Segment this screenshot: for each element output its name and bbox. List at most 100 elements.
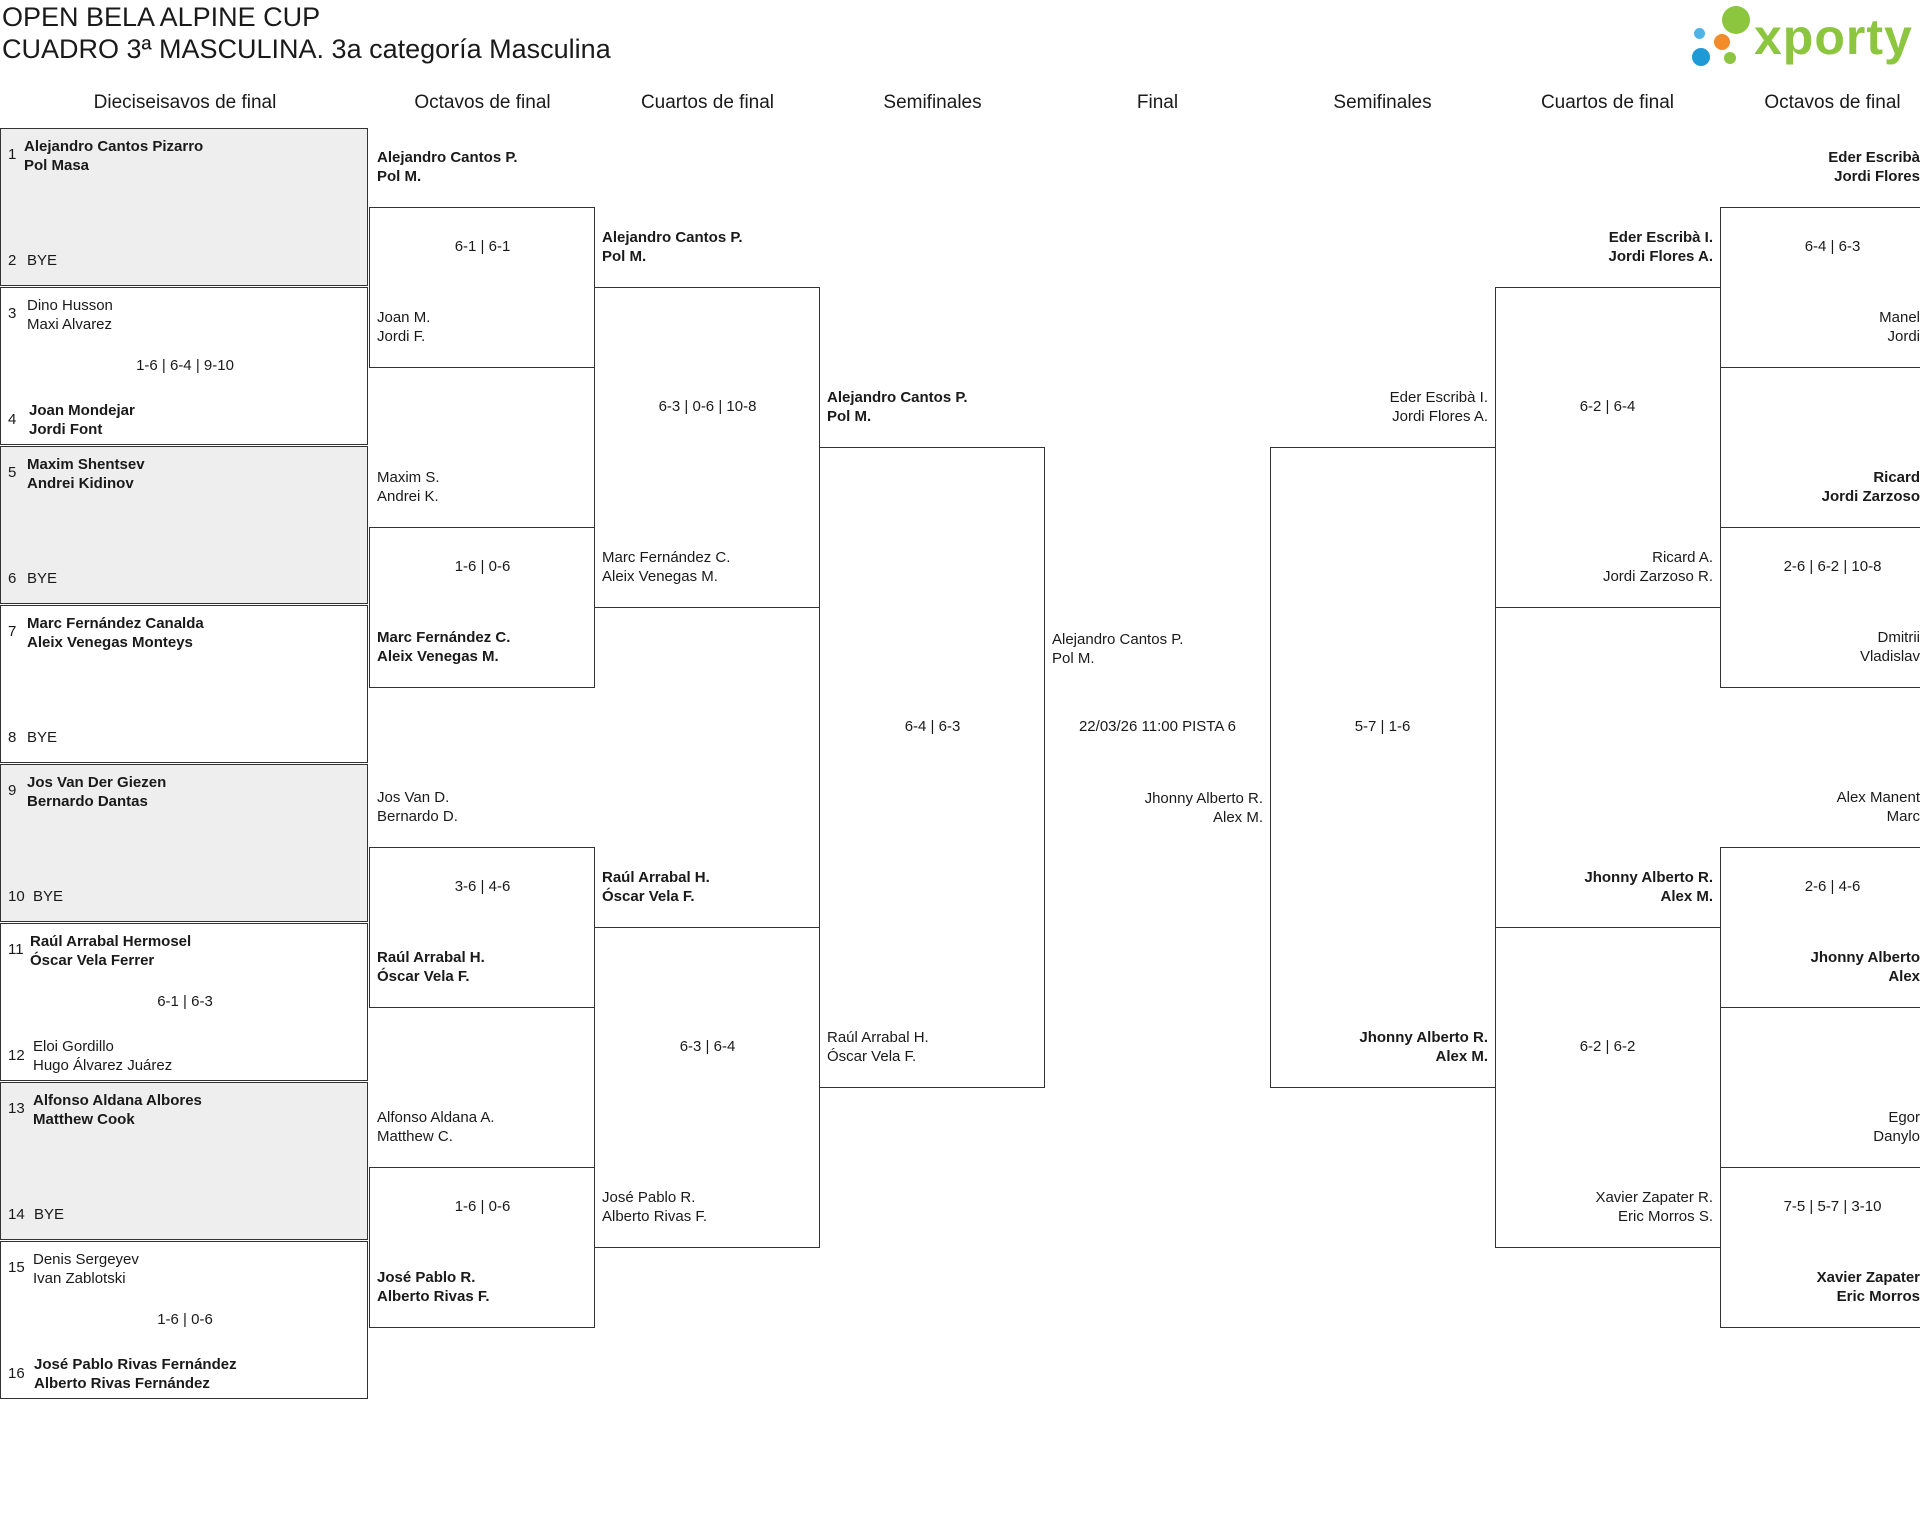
cuartos-team-b[interactable]: Xavier Zapater R.Eric Morros S. xyxy=(1595,1189,1713,1225)
final-match-info: 22/03/26 11:00 PISTA 6 xyxy=(1078,718,1237,735)
logo-dot-lightblue-icon xyxy=(1694,28,1705,39)
semifinal-connector xyxy=(819,447,1045,1088)
octavos-team-a[interactable]: Jos Van D.Bernardo D. xyxy=(377,789,458,825)
seed-number: 4 xyxy=(8,411,17,428)
octavos-score: 6-4 | 6-3 xyxy=(1804,238,1861,255)
seed-number: 3 xyxy=(8,305,17,322)
octavos-team-a[interactable]: Alfonso Aldana A.Matthew C. xyxy=(377,1109,495,1145)
octavos-connector xyxy=(1720,1167,1920,1328)
semifinal-score: 5-7 | 1-6 xyxy=(1354,718,1411,735)
octavos-score: 2-6 | 6-2 | 10-8 xyxy=(1783,558,1882,575)
seed-number: 12 xyxy=(8,1047,25,1064)
logo-dot-blue-icon xyxy=(1692,48,1710,66)
cuartos-score: 6-2 | 6-2 xyxy=(1579,1038,1636,1055)
seed-number: 15 xyxy=(8,1259,25,1276)
xporty-logo[interactable]: xporty xyxy=(1688,4,1920,70)
column-header-octavos-right: Octavos de final xyxy=(1764,92,1901,113)
octavos-team-a[interactable]: Maxim S.Andrei K. xyxy=(377,469,440,505)
logo-dot-orange-icon xyxy=(1714,34,1730,50)
final-team-b[interactable]: Jhonny Alberto R.Alex M. xyxy=(1144,790,1263,826)
octavos-team-a[interactable]: Alejandro Cantos P.Pol M. xyxy=(377,149,518,185)
semifinal-connector xyxy=(1270,447,1496,1088)
logo-dot-green-icon xyxy=(1722,6,1750,34)
seed-number: 6 xyxy=(8,570,17,587)
seed-number: 2 xyxy=(8,252,17,269)
match-score: 1-6 | 0-6 xyxy=(157,1311,213,1328)
octavos-score: 3-6 | 4-6 xyxy=(454,878,511,895)
semifinal-team-a[interactable]: Alejandro Cantos P.Pol M. xyxy=(827,389,968,425)
seed-number: 9 xyxy=(8,782,17,799)
cuartos-team-a[interactable]: Eder Escribà I.Jordi Flores A. xyxy=(1608,229,1713,265)
octavos-score: 1-6 | 0-6 xyxy=(454,1198,511,1215)
cuartos-score: 6-3 | 0-6 | 10-8 xyxy=(658,398,757,415)
seed-number: 10 xyxy=(8,888,25,905)
octavos-team-b[interactable]: José Pablo R.Alberto Rivas F. xyxy=(377,1269,490,1305)
column-header-semifinales-right: Semifinales xyxy=(1333,92,1432,113)
octavos-connector xyxy=(1720,527,1920,688)
semifinal-team-b[interactable]: Raúl Arrabal H.Óscar Vela F. xyxy=(827,1029,929,1065)
column-header-cuartos-left: Cuartos de final xyxy=(640,92,775,113)
octavos-score: 1-6 | 0-6 xyxy=(454,558,511,575)
seed-number: 1 xyxy=(8,146,17,163)
semifinal-team-b[interactable]: Jhonny Alberto R.Alex M. xyxy=(1359,1029,1488,1065)
draw-subtitle: CUADRO 3ª MASCULINA. 3a categoría Mascul… xyxy=(2,34,611,64)
cuartos-connector xyxy=(1495,287,1721,608)
octavos-team-b[interactable]: Joan M.Jordi F. xyxy=(377,309,431,345)
octavos-team-b[interactable]: Raúl Arrabal H.Óscar Vela F. xyxy=(377,949,485,985)
cuartos-score: 6-3 | 6-4 xyxy=(679,1038,736,1055)
column-header-octavos-left: Octavos de final xyxy=(414,92,551,113)
team-name: BYE xyxy=(33,888,64,905)
cuartos-connector xyxy=(1495,927,1721,1248)
column-header-semifinales-left: Semifinales xyxy=(883,92,982,113)
octavos-score: 7-5 | 5-7 | 3-10 xyxy=(1783,1198,1882,1215)
column-header-dieciseisavos: Dieciseisavos de final xyxy=(93,92,277,113)
octavos-team-b[interactable]: Marc Fernández C.Aleix Venegas M. xyxy=(377,629,511,665)
match-score: 1-6 | 6-4 | 9-10 xyxy=(136,357,234,374)
cuartos-team-a[interactable]: Alejandro Cantos P.Pol M. xyxy=(602,229,743,265)
seed-number: 5 xyxy=(8,464,17,481)
cuartos-team-a[interactable]: Raúl Arrabal H.Óscar Vela F. xyxy=(602,869,710,905)
octavos-connector xyxy=(1720,847,1920,1008)
semifinal-score: 6-4 | 6-3 xyxy=(904,718,961,735)
match-score: 6-1 | 6-3 xyxy=(157,993,213,1010)
column-header-final: Final xyxy=(1136,92,1179,113)
seed-number: 11 xyxy=(8,941,24,958)
final-team-a[interactable]: Alejandro Cantos P.Pol M. xyxy=(1052,631,1184,667)
octavos-connector xyxy=(1720,207,1920,368)
seed-number: 7 xyxy=(8,623,17,640)
cuartos-team-b[interactable]: Ricard A.Jordi Zarzoso R. xyxy=(1602,549,1713,585)
cuartos-team-b[interactable]: Marc Fernández C.Aleix Venegas M. xyxy=(602,549,731,585)
seed-number: 8 xyxy=(8,729,17,746)
team-name: BYE xyxy=(27,252,58,269)
cuartos-team-b[interactable]: José Pablo R.Alberto Rivas F. xyxy=(602,1189,708,1225)
team-name: BYE xyxy=(27,729,58,746)
cuartos-team-a[interactable]: Jhonny Alberto R.Alex M. xyxy=(1584,869,1713,905)
semifinal-team-a[interactable]: Eder Escribà I.Jordi Flores A. xyxy=(1389,389,1488,425)
